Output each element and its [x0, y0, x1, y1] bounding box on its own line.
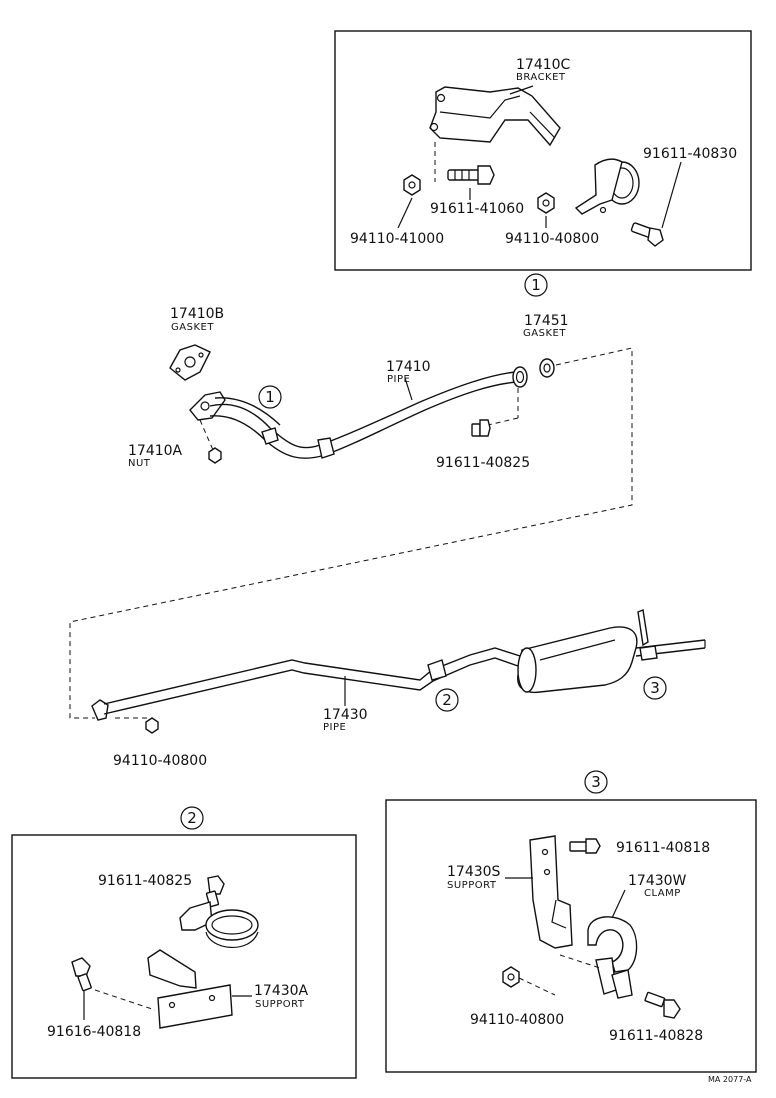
nut-17410A [208, 447, 222, 464]
label-94110-41000: 94110-41000 [350, 231, 444, 247]
label-bracket: BRACKET [516, 72, 566, 83]
bolt-91616-40818 [71, 957, 92, 992]
label-94110-40800-top: 94110-40800 [505, 231, 599, 247]
tail-pipe-17430 [91, 609, 706, 721]
label-17430A: 17430A [254, 983, 309, 999]
clamp-drawing-box2 [179, 901, 259, 948]
label-91611-40830: 91611-40830 [643, 146, 737, 162]
bracket-17410C-drawing [429, 86, 561, 147]
label-nut-17410A: NUT [128, 458, 151, 469]
ref-1-pipe: 1 [265, 388, 275, 406]
label-17410C: 17410C [516, 57, 571, 73]
nut-94110-40800-box3 [502, 966, 520, 988]
clamp-17430W [587, 916, 638, 999]
gasket-17451 [539, 358, 555, 378]
ref-circle-1-pipe [258, 385, 282, 409]
label-91611-40828: 91611-40828 [609, 1028, 703, 1044]
ref-circle-3-pipe [643, 676, 667, 700]
nut-94110-41000 [403, 174, 421, 196]
label-gasket-17410B: GASKET [171, 322, 214, 333]
bolt-91611-40825-mid [471, 419, 491, 437]
label-17430S: 17430S [447, 864, 501, 880]
bolt-91611-40828 [644, 991, 681, 1019]
bolt-91611-41060 [447, 165, 495, 185]
label-pipe-17430: PIPE [323, 722, 346, 733]
detail-box-1 [334, 30, 752, 271]
label-94110-40800-box3: 94110-40800 [470, 1012, 564, 1028]
label-17430W: 17430W [628, 873, 687, 889]
dash-connection [69, 347, 633, 719]
ref-3-pipe: 3 [650, 679, 660, 697]
label-pipe-17410: PIPE [387, 374, 410, 385]
ref-circle-3-box [584, 770, 608, 794]
ref-3-box: 3 [591, 773, 601, 791]
front-pipe-17410 [189, 366, 528, 459]
label-17410A: 17410A [128, 443, 183, 459]
label-91611-40825-box2: 91611-40825 [98, 873, 192, 889]
label-support-17430A: SUPPORT [255, 999, 305, 1010]
label-17451: 17451 [524, 313, 569, 329]
detail-box-2 [11, 834, 357, 1079]
dash-bolt-mid-2 [487, 417, 519, 426]
dash-nut-box3 [518, 977, 556, 996]
support-17430S [529, 835, 573, 949]
ref-1-box: 1 [531, 276, 541, 294]
dash-bolt-box2 [94, 989, 156, 1011]
label-17410: 17410 [386, 359, 431, 375]
leader-94110-41000 [397, 197, 413, 229]
label-91611-40825-mid: 91611-40825 [436, 455, 530, 471]
label-91611-41060: 91611-41060 [430, 201, 524, 217]
leader-17410C [509, 85, 534, 95]
label-gasket-17451: GASKET [523, 328, 566, 339]
leader-91611-40830 [661, 161, 682, 229]
bolt-91611-40830 [630, 222, 664, 247]
ref-2-pipe: 2 [442, 691, 452, 709]
leader-17410 [404, 377, 413, 401]
label-94110-40800-mid: 94110-40800 [113, 753, 207, 769]
dash-nut-box3-2 [559, 954, 601, 969]
dash-17410A [199, 419, 214, 451]
bolt-91611-40825-box2 [205, 875, 225, 908]
label-support-17430S: SUPPORT [447, 880, 497, 891]
bolt-91611-40818 [569, 838, 601, 854]
label-17410B: 17410B [170, 306, 224, 322]
label-91616-40818: 91616-40818 [47, 1024, 141, 1040]
clamp-drawing-box1 [574, 158, 640, 215]
ref-circle-1-box [524, 273, 548, 297]
label-clamp-17430W: CLAMP [644, 888, 681, 899]
nut-94110-40800-top [537, 192, 555, 214]
support-17430A [147, 949, 233, 1029]
label-91611-40818: 91611-40818 [616, 840, 710, 856]
gasket-17410B [169, 344, 211, 381]
nut-94110-40800-mid [145, 717, 159, 734]
ref-circle-2-box [180, 806, 204, 830]
drawing-code: MA 2077-A [708, 1075, 752, 1084]
detail-box-3 [385, 799, 757, 1073]
leader-17430W [611, 889, 626, 919]
ref-circle-2-pipe [435, 688, 459, 712]
label-17430: 17430 [323, 707, 368, 723]
ref-2-box: 2 [187, 809, 197, 827]
